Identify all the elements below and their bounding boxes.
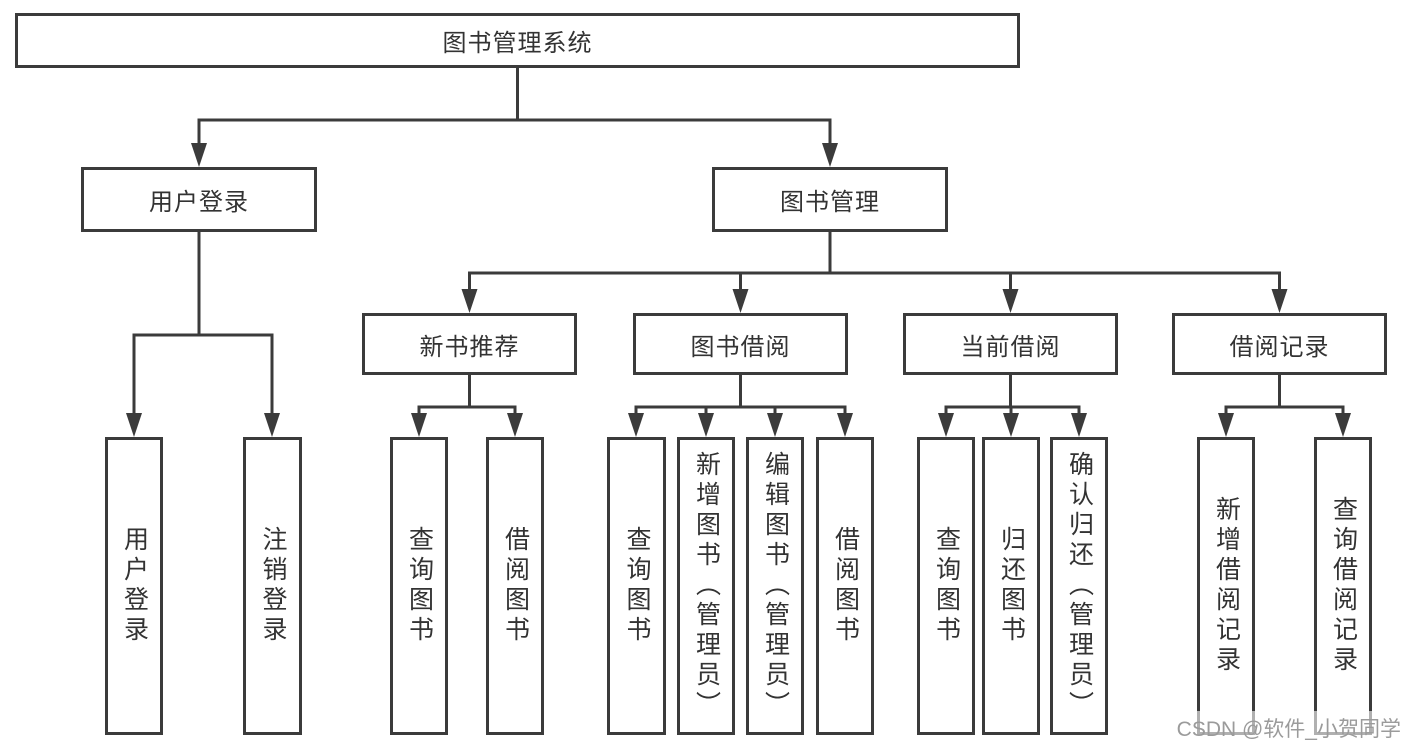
leaf-newbook-query-label: 查询图书: [405, 526, 434, 646]
leaf-borrow-query-label: 查询图书: [623, 526, 651, 646]
leaf-borrow-edit-book-label: 编辑图书（管理员）: [761, 451, 790, 721]
node-book-management: 图书管理: [712, 167, 948, 232]
leaf-current-return: 归还图书: [982, 437, 1040, 735]
leaf-borrow-edit-book: 编辑图书（管理员）: [746, 437, 804, 735]
node-borrow-records-label: 借阅记录: [1229, 333, 1330, 361]
node-user-login-label: 用户登录: [149, 189, 249, 216]
leaf-newbook-query: 查询图书: [390, 437, 448, 735]
leaf-user-login: 用户登录: [105, 437, 163, 735]
node-book-borrow-label: 图书借阅: [690, 333, 791, 361]
leaf-newbook-borrow-label: 借阅图书: [501, 526, 530, 646]
leaf-current-query: 查询图书: [917, 437, 975, 735]
node-root-label: 图书管理系统: [442, 30, 593, 57]
leaf-logout-label: 注销登录: [259, 526, 287, 646]
arrowheads: [126, 143, 1351, 437]
node-user-login: 用户登录: [81, 167, 317, 232]
leaf-record-query: 查询借阅记录: [1314, 437, 1372, 735]
leaf-current-return-label: 归还图书: [997, 526, 1026, 646]
node-root: 图书管理系统: [15, 13, 1020, 68]
node-new-book-recommend: 新书推荐: [362, 313, 577, 375]
node-book-borrow: 图书借阅: [633, 313, 848, 375]
node-book-management-label: 图书管理: [780, 189, 880, 216]
leaf-borrow-borrow-book-label: 借阅图书: [831, 526, 860, 646]
node-new-book-recommend-label: 新书推荐: [419, 333, 520, 361]
leaf-current-confirm-return: 确认归还（管理员）: [1050, 437, 1108, 735]
leaf-borrow-add-book-label: 新增图书（管理员）: [692, 451, 721, 721]
leaf-current-confirm-return-label: 确认归还（管理员）: [1065, 451, 1094, 721]
node-borrow-records: 借阅记录: [1172, 313, 1387, 375]
leaf-borrow-query: 查询图书: [607, 437, 666, 735]
leaf-newbook-borrow: 借阅图书: [486, 437, 544, 735]
node-current-borrow-label: 当前借阅: [960, 333, 1061, 361]
csdn-watermark: CSDN @软件_小贺同学: [1176, 711, 1405, 744]
leaf-record-query-label: 查询借阅记录: [1329, 496, 1358, 676]
node-current-borrow: 当前借阅: [903, 313, 1118, 375]
leaf-borrow-borrow-book: 借阅图书: [816, 437, 874, 735]
leaf-logout: 注销登录: [243, 437, 302, 735]
leaf-record-add: 新增借阅记录: [1197, 437, 1255, 735]
leaf-record-add-label: 新增借阅记录: [1212, 496, 1241, 676]
leaf-current-query-label: 查询图书: [932, 526, 961, 646]
leaf-user-login-label: 用户登录: [120, 526, 149, 646]
leaf-borrow-add-book: 新增图书（管理员）: [677, 437, 735, 735]
csdn-watermark-text: CSDN @软件_小贺同学: [1176, 717, 1401, 741]
